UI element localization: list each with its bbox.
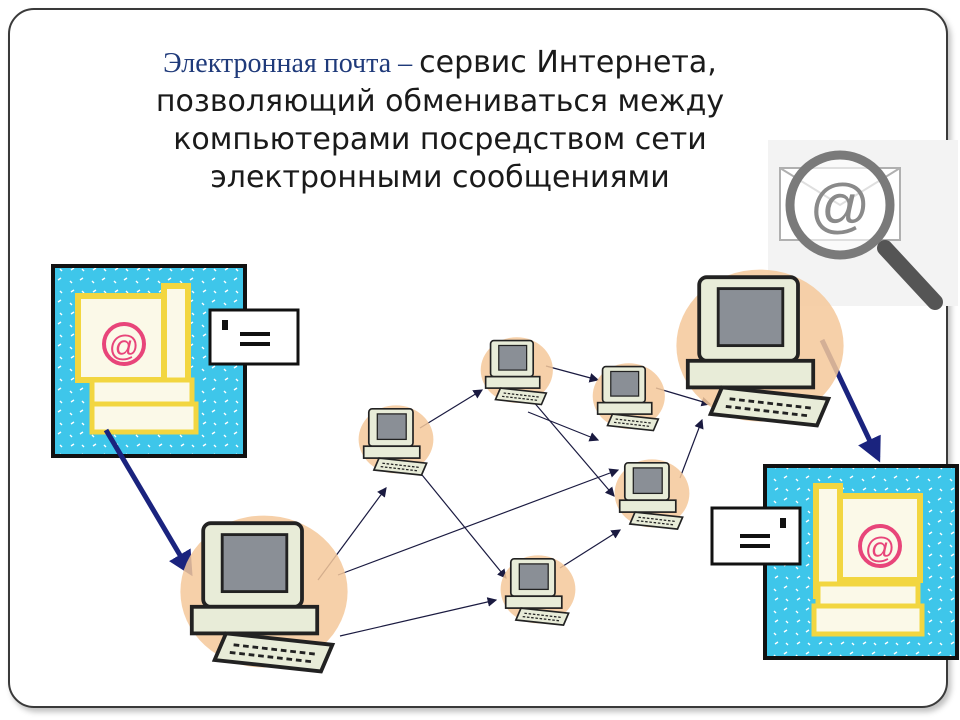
definition-text: Электронная почта – сервис Интернета, по… — [60, 44, 820, 197]
sender-at-badge: @ — [109, 330, 139, 363]
definition-line-3: компьютерами посредством сети — [173, 122, 707, 157]
local-computer — [178, 513, 350, 674]
network-node-1 — [357, 404, 435, 476]
definition-line-2: позволяющий обмениваться между — [155, 84, 725, 119]
network-node-3 — [591, 362, 666, 432]
definition-line-4: электронными сообщениями — [210, 160, 670, 195]
receiver-computer: @ — [710, 464, 959, 660]
network-node-4 — [613, 458, 691, 530]
sender-computer: @ — [51, 264, 300, 458]
upload-arrow — [103, 428, 193, 577]
at-symbol-icon: @ — [810, 172, 871, 239]
network-node-5 — [499, 554, 577, 626]
network-links — [317, 365, 712, 637]
magnifier-at-icon: @ — [768, 140, 958, 310]
definition-line-1: сервис Интернета, — [419, 45, 717, 80]
definition-dash: – — [391, 48, 420, 79]
receiver-at-badge: @ — [865, 532, 895, 565]
definition-term: Электронная почта — [163, 48, 392, 79]
network-node-2 — [479, 336, 554, 406]
